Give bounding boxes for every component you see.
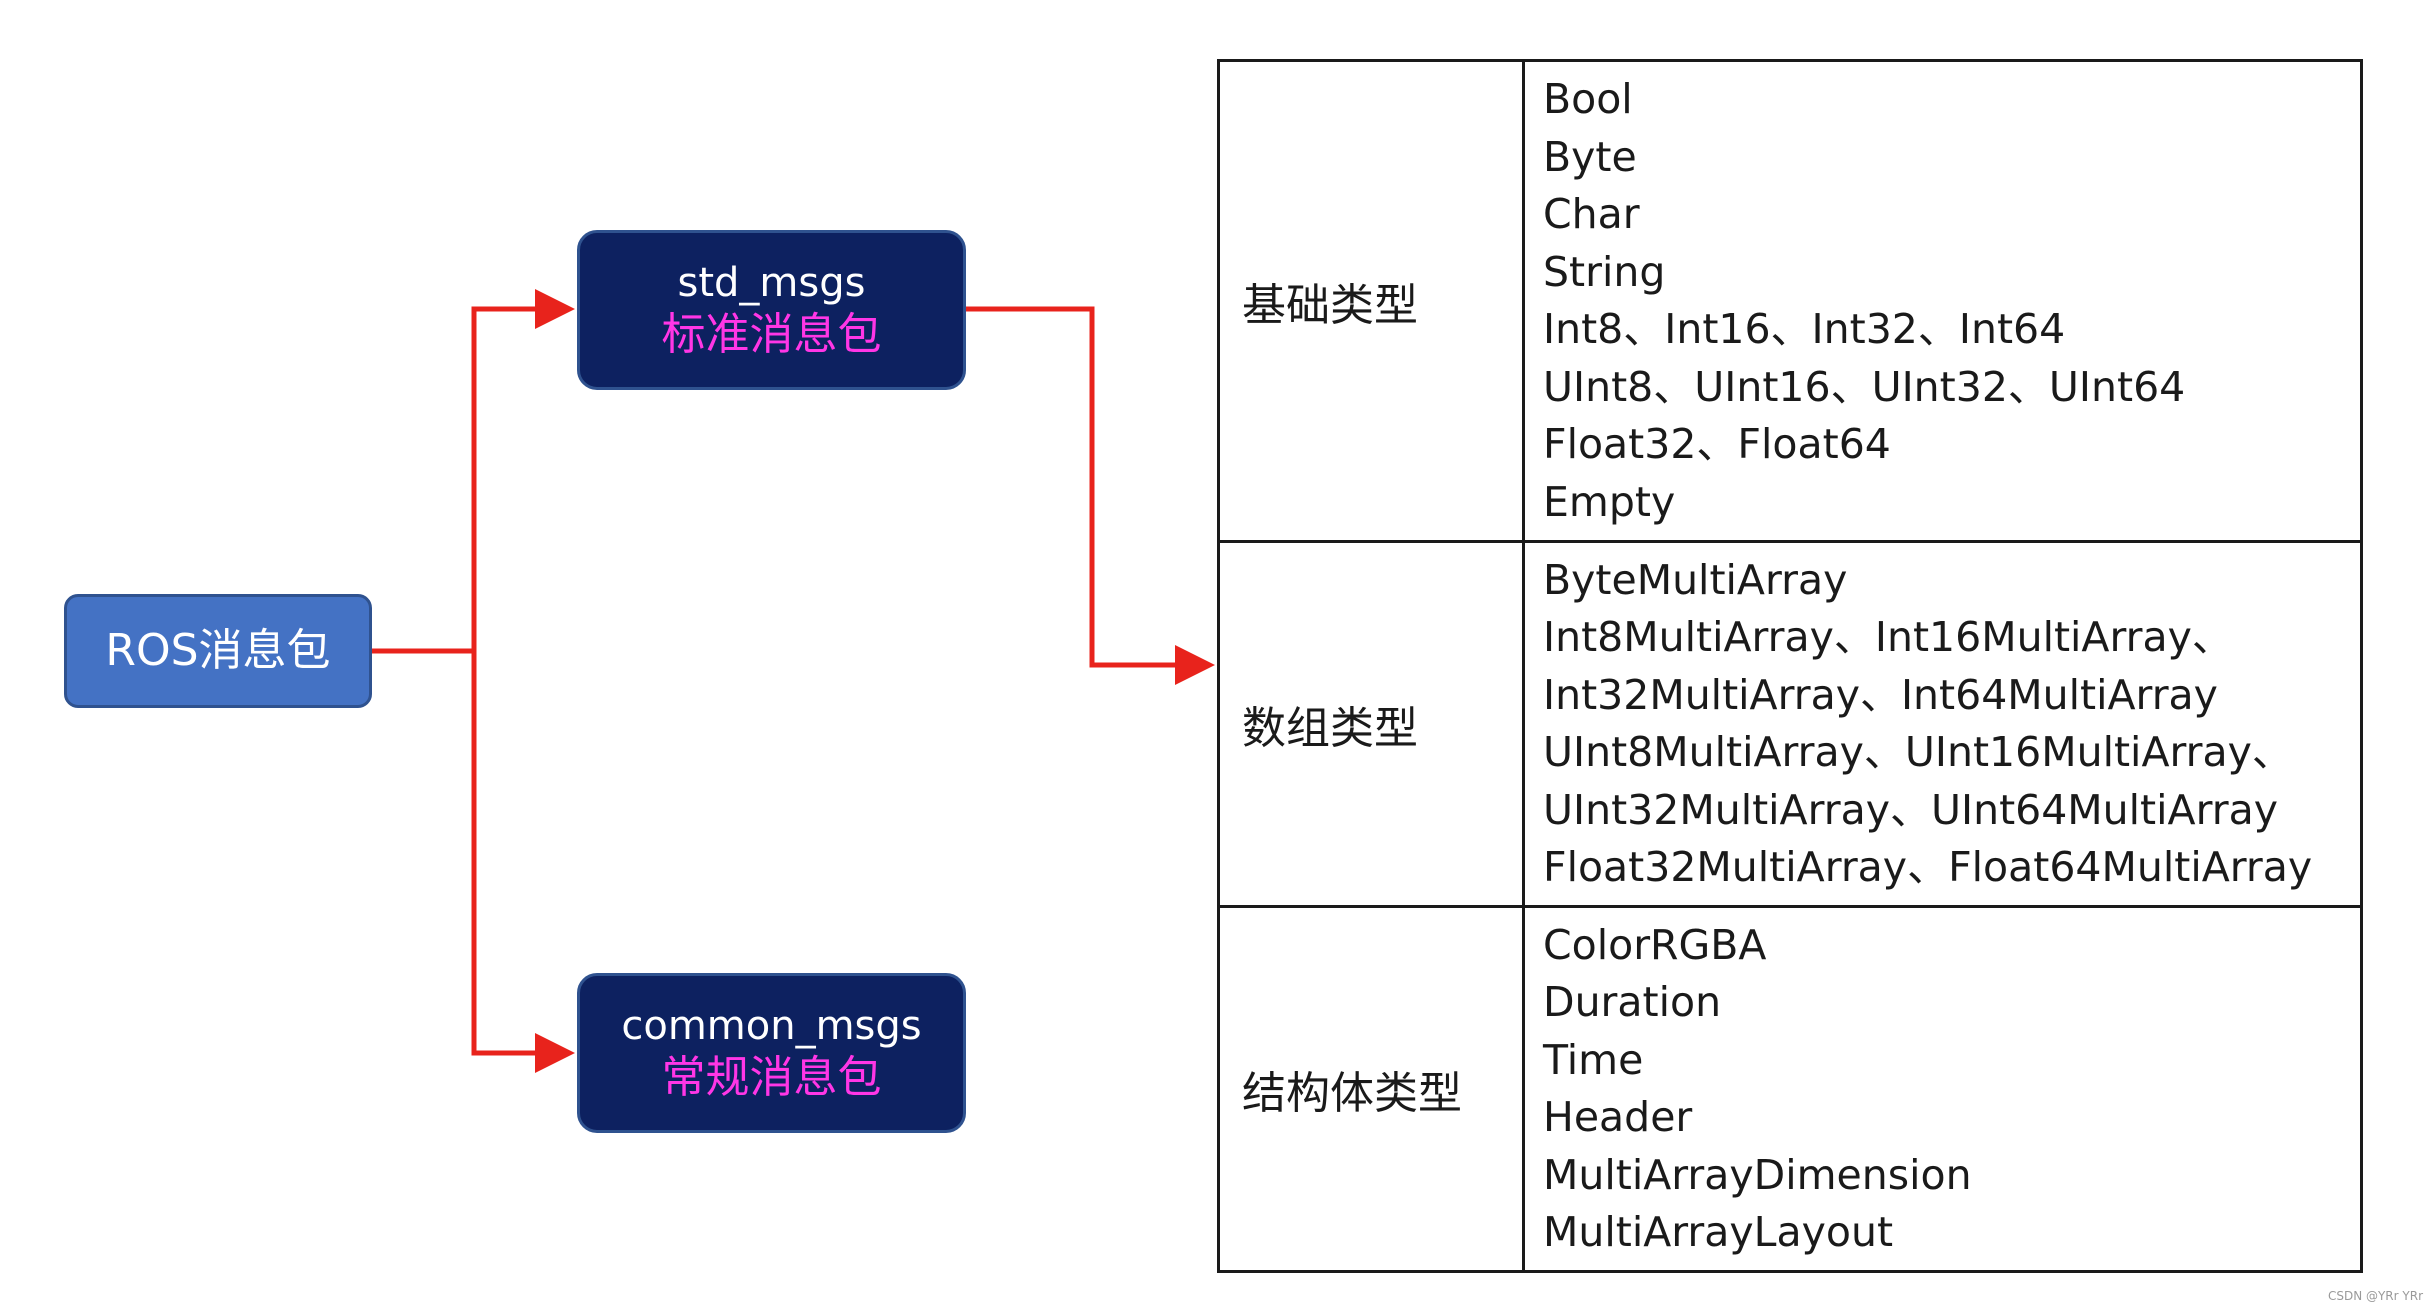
type-item: Byte	[1543, 132, 1637, 181]
common-msgs-title: common_msgs	[621, 1002, 922, 1049]
category-cell: 结构体类型	[1217, 905, 1525, 1273]
table-row-struct-types: 结构体类型 ColorRGBA Duration Time Header Mul…	[1217, 905, 2363, 1273]
type-item: ByteMultiArray	[1543, 555, 1848, 604]
type-item: ColorRGBA	[1543, 920, 1767, 969]
items-cell: ColorRGBA Duration Time Header MultiArra…	[1522, 905, 2363, 1273]
table-row-array-types: 数组类型 ByteMultiArray Int8MultiArray、Int16…	[1217, 540, 2363, 908]
items-cell: Bool Byte Char String Int8、Int16、Int32、I…	[1522, 59, 2363, 543]
table-row-basic-types: 基础类型 Bool Byte Char String Int8、Int16、In…	[1217, 59, 2363, 543]
type-item: Header	[1543, 1093, 1693, 1141]
type-item: MultiArrayLayout	[1543, 1208, 1894, 1256]
std-msgs-node: std_msgs 标准消息包	[577, 230, 966, 390]
type-item: Float32MultiArray、Float64MultiArray	[1543, 843, 2313, 891]
category-cell: 数组类型	[1217, 540, 1525, 908]
type-item: Int8、Int16、Int32、Int64	[1543, 305, 2066, 353]
type-item: Char	[1543, 190, 1640, 238]
type-item: Time	[1543, 1035, 1644, 1084]
arrow-std-to-table	[966, 306, 1215, 685]
arrow-root-to-std	[372, 289, 575, 654]
type-item: String	[1543, 247, 1666, 296]
type-item: UInt8MultiArray、UInt16MultiArray、	[1543, 728, 2293, 776]
std-msgs-subtitle: 标准消息包	[661, 308, 882, 360]
category-cell: 基础类型	[1217, 59, 1525, 543]
message-types-table: 基础类型 Bool Byte Char String Int8、Int16、In…	[1217, 59, 2363, 1273]
type-item: Int32MultiArray、Int64MultiArray	[1543, 670, 2218, 719]
type-item: Empty	[1543, 477, 1676, 526]
type-item: MultiArrayDimension	[1543, 1150, 1972, 1199]
root-label: ROS消息包	[105, 624, 331, 676]
arrow-root-to-common	[471, 651, 575, 1073]
type-item: UInt8、UInt16、UInt32、UInt64	[1543, 362, 2186, 411]
type-item: Bool	[1543, 75, 1633, 123]
std-msgs-title: std_msgs	[677, 259, 866, 306]
type-item: UInt32MultiArray、UInt64MultiArray	[1543, 785, 2278, 834]
items-cell: ByteMultiArray Int8MultiArray、Int16Multi…	[1522, 540, 2363, 908]
watermark-text: CSDN @YRr YRr	[2327, 1289, 2423, 1303]
type-item: Int8MultiArray、Int16MultiArray、	[1543, 613, 2233, 661]
type-item: Float32、Float64	[1543, 420, 1891, 468]
type-item: Duration	[1543, 978, 1722, 1026]
common-msgs-subtitle: 常规消息包	[661, 1051, 882, 1103]
common-msgs-node: common_msgs 常规消息包	[577, 973, 966, 1133]
ros-message-package-node: ROS消息包	[64, 594, 372, 708]
